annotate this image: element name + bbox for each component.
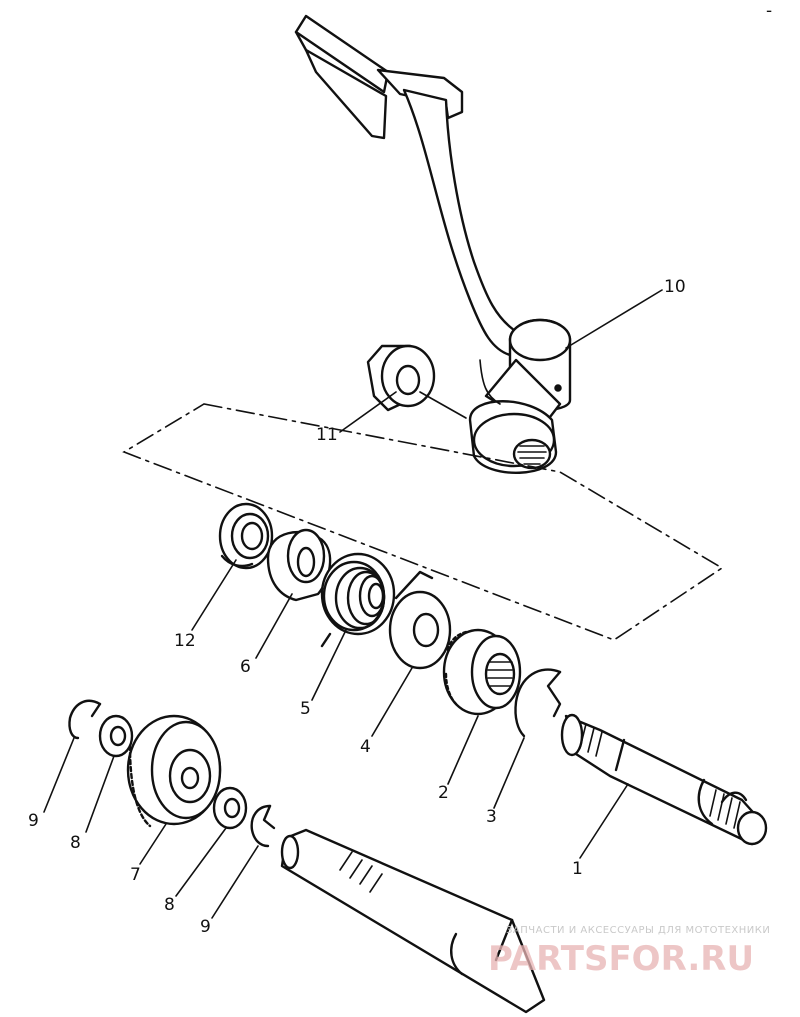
washer-small-right (212, 786, 248, 830)
callout-9-lower: 9 (200, 917, 211, 937)
nut (366, 344, 436, 412)
watermark-tagline: ЗАПЧАСТИ И АКСЕССУАРЫ ДЛЯ МОТОТЕХНИКИ (506, 925, 770, 936)
callout-4: 4 (360, 737, 371, 757)
callout-3: 3 (486, 807, 497, 827)
corner-mark: - (766, 1, 772, 21)
oil-seal (218, 502, 274, 570)
circlip-clip (514, 668, 562, 738)
idler-gear (126, 714, 222, 828)
callout-9-left: 9 (28, 811, 39, 831)
callout-12: 12 (174, 631, 196, 651)
idler-shaft (280, 828, 546, 1014)
watermark: ЗАПЧАСТИ И АКСЕССУАРЫ ДЛЯ МОТОТЕХНИКИ PA… (488, 925, 770, 979)
callout-7: 7 (130, 865, 141, 885)
kick-shaft (560, 713, 768, 846)
leader-nut-to-arm (419, 391, 467, 419)
callout-6: 6 (240, 657, 251, 677)
watermark-brand: PARTSFOR.RU (488, 939, 754, 979)
callout-5: 5 (300, 699, 311, 719)
leader-lines (43, 289, 663, 919)
callout-8-left: 8 (70, 833, 81, 853)
callout-8-lower: 8 (164, 895, 175, 915)
callout-2: 2 (438, 783, 449, 803)
washer-large (388, 590, 452, 670)
callout-1: 1 (572, 859, 583, 879)
kick-pedal-arm (294, 14, 572, 474)
torsion-spring (320, 552, 434, 648)
spring-collar (266, 528, 332, 602)
circlip-right (250, 804, 276, 848)
callout-10: 10 (664, 277, 686, 297)
washer-small-left (98, 714, 134, 758)
callout-11: 11 (316, 425, 338, 445)
assembly-envelope (122, 403, 724, 641)
circlip-left (68, 699, 102, 740)
kick-gear (442, 628, 522, 716)
